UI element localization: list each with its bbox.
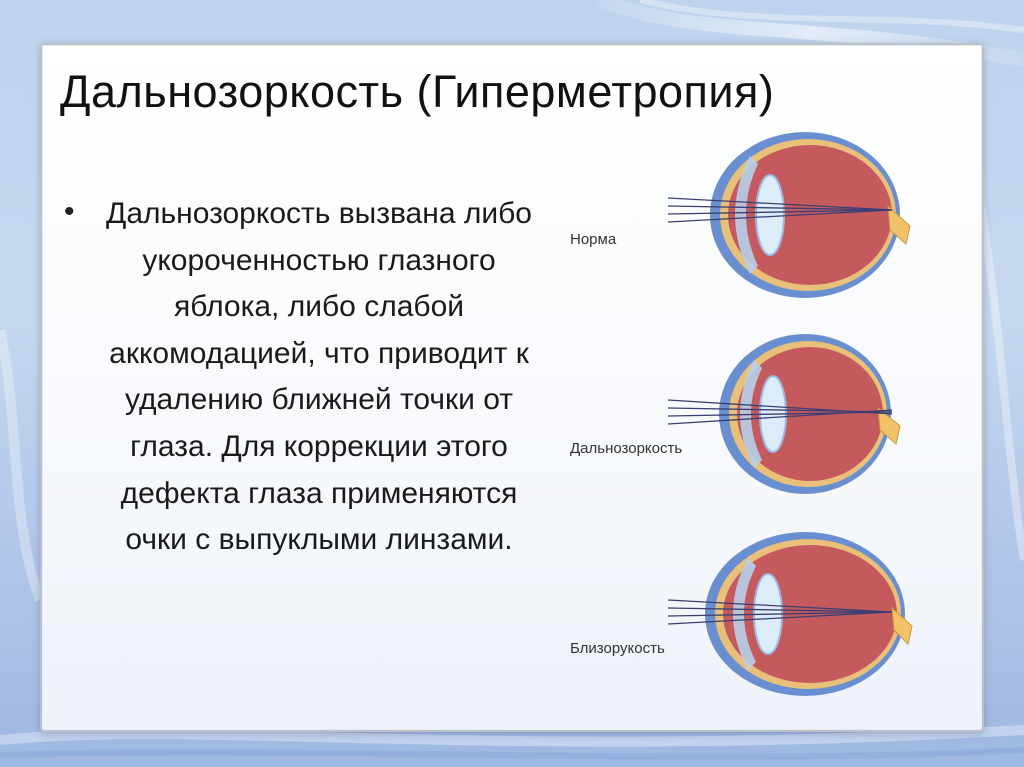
bullet-text: Дальнозоркость вызвана либо укороченност…	[106, 197, 532, 557]
light-ray	[667, 611, 893, 625]
eye-label-normal: Норма	[570, 231, 617, 248]
light-ray	[667, 611, 893, 617]
eye-label-myopia: Близорукость	[570, 640, 665, 657]
lens	[755, 174, 785, 256]
optic-nerve	[891, 606, 913, 645]
slide-title: Дальнозоркость (Гиперметропия)	[60, 66, 775, 117]
eye-label-hyperopia: Дальнозоркость	[570, 440, 683, 457]
light-ray	[667, 197, 893, 211]
light-ray	[667, 599, 893, 613]
light-ray	[667, 407, 893, 413]
optic-nerve	[887, 204, 911, 245]
bullet-point-icon: •	[64, 195, 75, 228]
cornea	[733, 558, 756, 670]
light-ray	[667, 409, 893, 425]
eye-diagram-hyperopia	[667, 334, 901, 494]
eye-diagram-myopia	[667, 532, 913, 696]
light-ray	[667, 205, 893, 211]
light-ray	[667, 209, 893, 223]
light-ray	[667, 607, 893, 613]
optic-nerve	[877, 406, 901, 445]
eye-diagram-normal	[667, 132, 911, 298]
light-ray	[667, 209, 893, 215]
cornea	[735, 156, 758, 274]
